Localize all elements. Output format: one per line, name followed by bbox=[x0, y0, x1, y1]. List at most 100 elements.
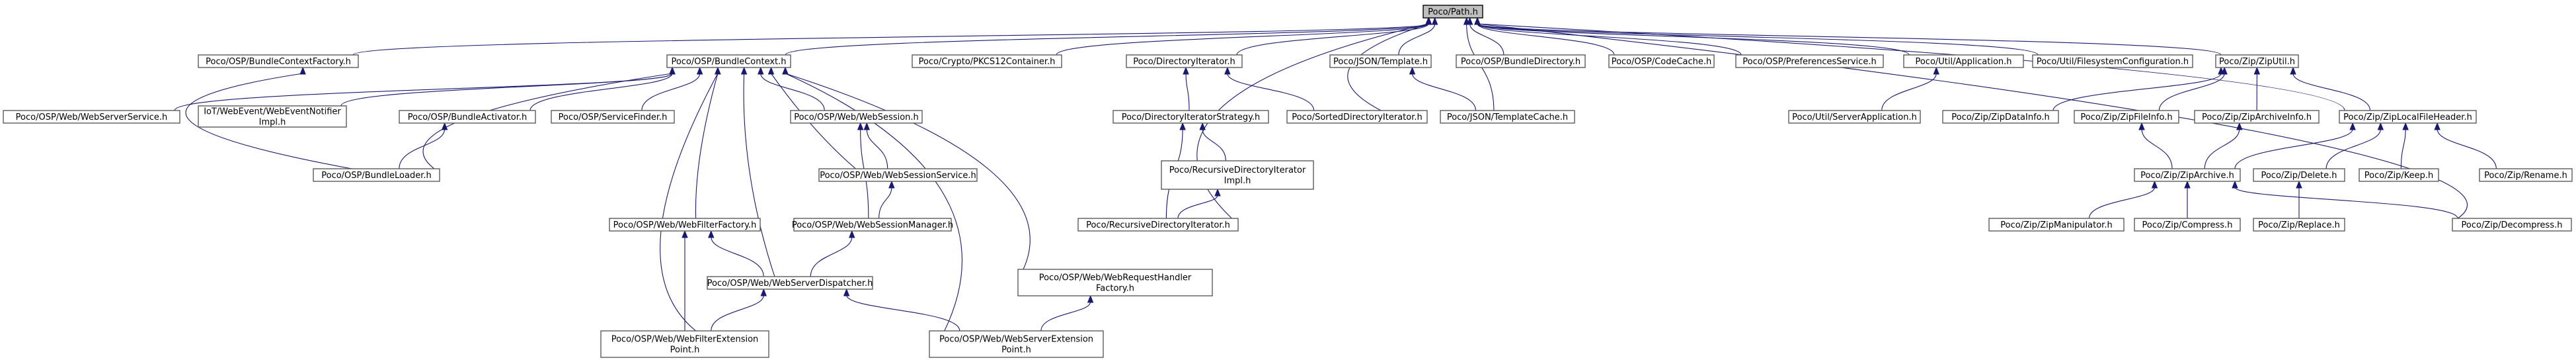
node-poco-util-filesystemconfiguration-h[interactable]: Poco/Util/FilesystemConfiguration.h bbox=[2032, 54, 2193, 68]
edge-zai-to-zipu bbox=[2253, 66, 2261, 111]
node-label: Poco/Zip/Keep.h bbox=[2364, 171, 2433, 181]
node-poco-zip-ziparchiveinfo-h[interactable]: Poco/Zip/ZipArchiveInfo.h bbox=[2194, 110, 2320, 124]
node-poco-osp-web-webfilterfactory-h[interactable]: Poco/OSP/Web/WebFilterFactory.h bbox=[609, 218, 761, 232]
edge-arrowhead bbox=[888, 180, 895, 189]
edge-line bbox=[1202, 128, 1226, 161]
node-label: Poco/Util/Application.h bbox=[1915, 57, 2011, 67]
edge-arrowhead bbox=[1409, 66, 1416, 75]
node-poco-recursivedirectoryiterator-h[interactable]: Poco/RecursiveDirectoryIterator.h bbox=[1077, 218, 1239, 232]
node-poco-osp-preferencesservice-h[interactable]: Poco/OSP/PreferencesService.h bbox=[1735, 54, 1884, 68]
node-poco-osp-codecache-h[interactable]: Poco/OSP/CodeCache.h bbox=[1608, 54, 1715, 68]
node-poco-util-application-h[interactable]: Poco/Util/Application.h bbox=[1903, 54, 2024, 68]
node-label: Poco/Zip/ZipUtil.h bbox=[2219, 57, 2295, 67]
node-poco-path-h[interactable]: Poco/Path.h bbox=[1423, 5, 1483, 19]
edge-line bbox=[2234, 187, 2458, 219]
node-poco-osp-bundledirectory-h[interactable]: Poco/OSP/BundleDirectory.h bbox=[1456, 54, 1586, 68]
edge-line bbox=[641, 73, 701, 111]
node-poco-json-templatecache-h[interactable]: Poco/JSON/TemplateCache.h bbox=[1440, 110, 1575, 124]
edge-arrowhead bbox=[669, 66, 676, 75]
node-box bbox=[2215, 54, 2299, 68]
node-poco-osp-web-websessionservice-h[interactable]: Poco/OSP/Web/WebSessionService.h bbox=[818, 168, 978, 182]
edge-line bbox=[2052, 73, 2222, 111]
edge-line bbox=[846, 294, 960, 332]
edge-arrowhead bbox=[2236, 122, 2243, 130]
edge-zkeep-to-zlfh bbox=[2400, 122, 2409, 169]
node-poco-osp-servicefinder-h[interactable]: Poco/OSP/ServiceFinder.h bbox=[551, 110, 675, 124]
node-label: Poco/OSP/Web/WebRequestHandler bbox=[1039, 273, 1192, 283]
node-label: Point.h bbox=[670, 345, 700, 355]
edge-line bbox=[695, 73, 719, 219]
edge-wfep-to-bc bbox=[660, 66, 721, 332]
node-label: Poco/Util/ServerApplication.h bbox=[1792, 112, 1917, 122]
node-poco-zip-delete-h[interactable]: Poco/Zip/Delete.h bbox=[2253, 168, 2345, 182]
node-label: Poco/OSP/Web/WebServerExtension bbox=[939, 335, 1093, 345]
node-poco-zip-replace-h[interactable]: Poco/Zip/Replace.h bbox=[2253, 218, 2345, 232]
edge-arrowhead bbox=[299, 66, 306, 75]
node-box bbox=[793, 218, 952, 232]
edge-arrowhead bbox=[2434, 122, 2440, 130]
edge-line bbox=[711, 236, 764, 277]
node-box bbox=[399, 110, 536, 124]
node-box bbox=[1608, 54, 1715, 68]
node-poco-directoryiterator-h[interactable]: Poco/DirectoryIterator.h bbox=[1126, 54, 1243, 68]
node-poco-zip-keep-h[interactable]: Poco/Zip/Keep.h bbox=[2359, 168, 2439, 182]
node-box bbox=[1988, 218, 2125, 232]
node-poco-zip-zipdatainfo-h[interactable]: Poco/Zip/ZipDataInfo.h bbox=[1942, 110, 2059, 124]
node-poco-sorteddirectoryiterator-h[interactable]: Poco/SortedDirectoryIterator.h bbox=[1286, 110, 1428, 124]
edge-zrepl-to-zdel bbox=[2296, 180, 2302, 218]
node-poco-osp-bundlecontextfactory-h[interactable]: Poco/OSP/BundleContextFactory.h bbox=[198, 54, 359, 68]
node-poco-zip-compress-h[interactable]: Poco/Zip/Compress.h bbox=[2134, 218, 2241, 232]
edge-arrowhead bbox=[1425, 17, 1432, 25]
edge-arrowhead bbox=[1933, 66, 1939, 75]
edge-line bbox=[771, 73, 856, 169]
edge-arrowhead bbox=[782, 66, 789, 75]
node-poco-zip-decompress-h[interactable]: Poco/Zip/Decompress.h bbox=[2452, 218, 2572, 232]
edge-line bbox=[785, 73, 1031, 270]
node-label: Poco/OSP/Web/WebSessionService.h bbox=[820, 171, 976, 181]
node-poco-crypto-pkcs12container-h[interactable]: Poco/Crypto/PKCS12Container.h bbox=[912, 54, 1062, 68]
edge-line bbox=[340, 73, 673, 107]
node-poco-util-serverapplication-h[interactable]: Poco/Util/ServerApplication.h bbox=[1788, 110, 1921, 124]
node-box bbox=[3, 110, 180, 124]
node-poco-zip-zipmanipulator-h[interactable]: Poco/Zip/ZipManipulator.h bbox=[1988, 218, 2125, 232]
node-poco-zip-zipfileinfo-h[interactable]: Poco/Zip/ZipFileInfo.h bbox=[2074, 110, 2179, 124]
edge-zdecomp-to-zarch bbox=[2232, 180, 2458, 219]
edge-arrowhead bbox=[1179, 122, 1186, 130]
node-label: Poco/OSP/BundleActivator.h bbox=[408, 112, 527, 122]
node-label: Poco/Zip/Rename.h bbox=[2484, 171, 2567, 181]
node-poco-zip-ziparchive-h[interactable]: Poco/Zip/ZipArchive.h bbox=[2134, 168, 2241, 182]
edge-layer bbox=[174, 17, 2497, 332]
node-poco-osp-bundleactivator-h[interactable]: Poco/OSP/BundleActivator.h bbox=[399, 110, 536, 124]
edge-arrowhead bbox=[1224, 66, 1231, 75]
edge-rdi-to-rdii bbox=[1177, 188, 1221, 219]
edge-line bbox=[2292, 73, 2371, 111]
edge-arrowhead bbox=[760, 288, 767, 296]
node-poco-osp-bundleloader-h[interactable]: Poco/OSP/BundleLoader.h bbox=[313, 168, 440, 182]
edge-line bbox=[1477, 23, 1742, 56]
node-poco-zip-rename-h[interactable]: Poco/Zip/Rename.h bbox=[2479, 168, 2573, 182]
node-poco-osp-bundlecontext-h[interactable]: Poco/OSP/BundleContext.h bbox=[666, 54, 791, 68]
node-poco-zip-ziputil-h[interactable]: Poco/Zip/ZipUtil.h bbox=[2215, 54, 2299, 68]
edge-line bbox=[1477, 23, 2345, 111]
node-poco-osp-web-websessionmanager-h[interactable]: Poco/OSP/Web/WebSessionManager.h bbox=[792, 218, 953, 232]
edge-arrowhead bbox=[767, 66, 775, 75]
edge-line bbox=[1469, 23, 1504, 56]
edge-arrowhead bbox=[2253, 66, 2261, 75]
node-poco-osp-web-websession-h[interactable]: Poco/OSP/Web/WebSession.h bbox=[790, 110, 923, 124]
edge-zarch-to-zai bbox=[2204, 122, 2243, 169]
node-poco-osp-web-webserverservice-h[interactable]: Poco/OSP/Web/WebServerService.h bbox=[3, 110, 180, 124]
edge-bc-to-path bbox=[785, 17, 1432, 56]
node-poco-directoryiteratorstrategy-h[interactable]: Poco/DirectoryIteratorStrategy.h bbox=[1112, 110, 1269, 124]
node-box bbox=[2194, 110, 2320, 124]
node-poco-osp-web-webserverdispatcher-h[interactable]: Poco/OSP/Web/WebServerDispatcher.h bbox=[707, 276, 873, 290]
node-poco-json-template-h[interactable]: Poco/JSON/Template.h bbox=[1329, 54, 1432, 68]
node-poco-zip-ziplocalfileheader-h[interactable]: Poco/Zip/ZipLocalFileHeader.h bbox=[2339, 110, 2477, 124]
node-box bbox=[929, 330, 1104, 358]
edge-line bbox=[1185, 73, 1190, 111]
node-label: Poco/DirectoryIteratorStrategy.h bbox=[1122, 112, 1261, 122]
